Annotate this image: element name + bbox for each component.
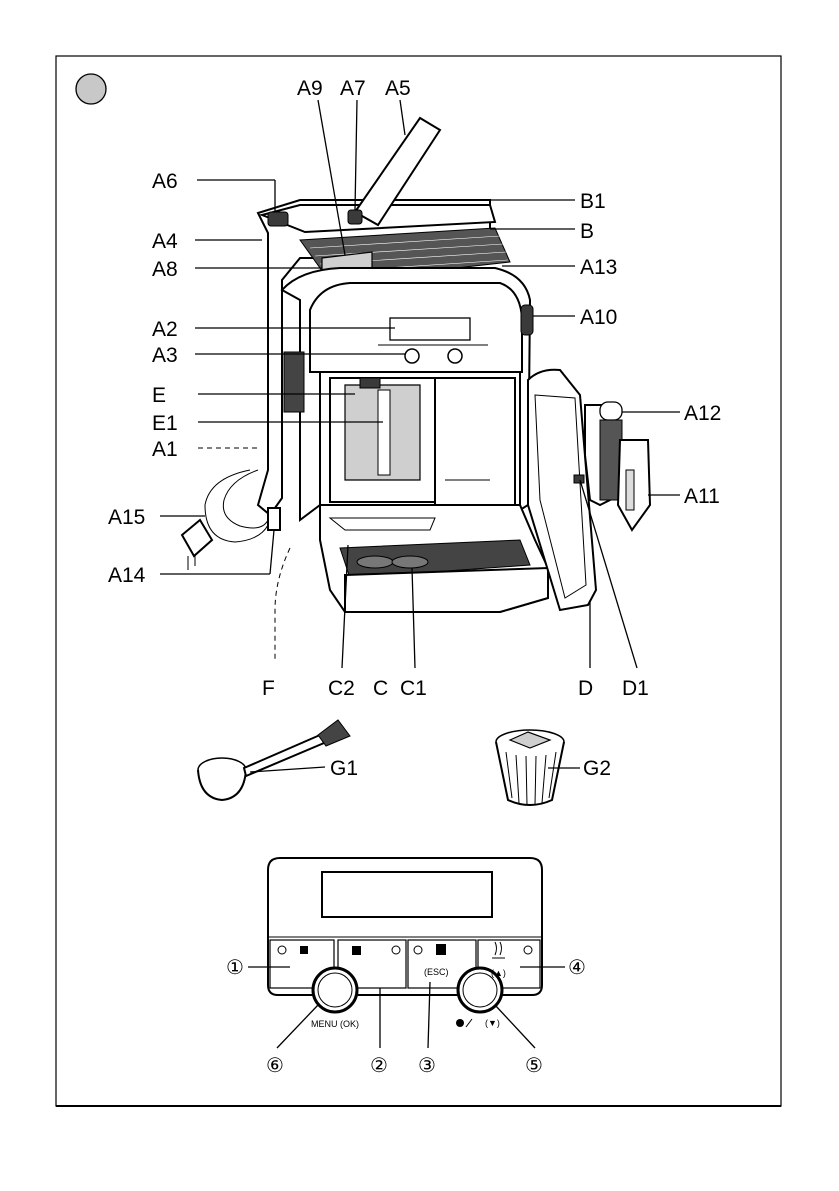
bean-icon	[456, 1019, 464, 1027]
esc-label: (ESC)	[424, 967, 449, 977]
label-A15: A15	[108, 506, 145, 529]
number-1: ①	[226, 955, 244, 979]
label-C: C	[373, 677, 388, 700]
measuring-spoon-brush	[198, 720, 350, 800]
label-A8: A8	[152, 258, 178, 281]
number-5: ⑤	[525, 1053, 543, 1077]
number-6: ⑥	[266, 1053, 284, 1077]
menu-ok-label: MENU (OK)	[311, 1019, 359, 1029]
figure-marker	[76, 74, 106, 104]
label-A11: A11	[684, 485, 720, 508]
tamper-cup	[496, 730, 580, 805]
down-label: (▼)	[485, 1018, 500, 1028]
label-B: B	[580, 220, 594, 243]
label-D: D	[578, 677, 593, 700]
cup-medium-icon	[352, 946, 361, 955]
label-D1: D1	[622, 677, 649, 700]
label-A7: A7	[340, 77, 366, 100]
label-C1: C1	[400, 677, 427, 700]
label-A5: A5	[385, 77, 411, 100]
up-label: (▲)	[491, 968, 506, 978]
panel-display	[322, 872, 492, 917]
label-G1: G1	[330, 757, 358, 780]
number-3: ③	[418, 1053, 436, 1077]
label-A3: A3	[152, 344, 178, 367]
label-A12: A12	[684, 402, 721, 425]
label-B1: B1	[580, 190, 606, 213]
number-2: ②	[370, 1053, 388, 1077]
label-A2: A2	[152, 318, 178, 341]
label-E: E	[152, 384, 166, 407]
label-C2: C2	[328, 677, 355, 700]
number-4: ④	[568, 955, 586, 979]
label-A1: A1	[152, 438, 178, 461]
label-A14: A14	[108, 564, 146, 587]
label-A4: A4	[152, 230, 178, 253]
cup-large-icon	[436, 944, 446, 955]
control-panel: (ESC) MENU (OK) (▲) (▼) ① ④ ⑥ ② ③ ⑤	[226, 858, 586, 1077]
cup-small-icon	[300, 946, 308, 954]
label-G2: G2	[583, 757, 611, 780]
label-A13: A13	[580, 256, 617, 279]
menu-ok-knob[interactable]	[313, 968, 357, 1012]
label-F: F	[262, 677, 275, 700]
label-A10: A10	[580, 306, 617, 329]
label-A6: A6	[152, 170, 178, 193]
label-E1: E1	[152, 412, 178, 435]
label-A9: A9	[297, 77, 323, 100]
